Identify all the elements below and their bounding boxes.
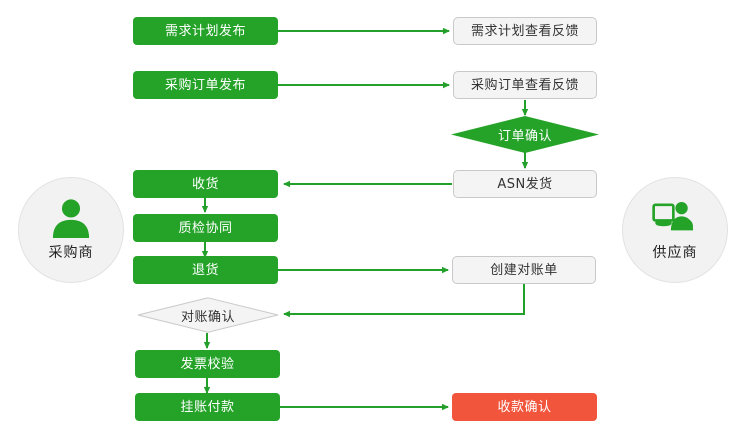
actor-supplier[interactable]: 供应商 [622,177,728,283]
node-quality-collab[interactable]: 质检协同 [133,214,278,242]
actor-supplier-label: 供应商 [652,245,698,261]
node-label: 退货 [191,262,219,278]
diamond-shape-icon [137,297,279,333]
node-demand-plan-publish[interactable]: 需求计划发布 [133,17,278,45]
node-label: 采购订单发布 [164,77,246,93]
node-receive-goods[interactable]: 收货 [133,170,278,198]
node-label: 发票校验 [180,356,235,372]
node-label: 采购订单查看反馈 [470,77,579,93]
node-invoice-verify[interactable]: 发票校验 [135,350,280,378]
node-po-feedback[interactable]: 采购订单查看反馈 [453,71,597,99]
node-label: 订单确认 [497,129,552,144]
actor-buyer-label: 采购商 [48,245,94,261]
node-label: ASN发货 [497,176,553,192]
node-receipt-confirm[interactable]: 收款确认 [452,393,597,421]
edge-statement-to-confirm [283,284,525,318]
node-return-goods[interactable]: 退货 [133,256,278,284]
node-label: 质检协同 [178,220,233,236]
node-label: 对账确认 [180,309,235,325]
node-order-confirm[interactable]: 订单确认 [451,116,599,153]
node-label: 挂账付款 [180,399,235,415]
node-label: 需求计划查看反馈 [470,23,579,39]
node-label: 创建对账单 [490,262,558,278]
person-icon [52,199,90,238]
node-create-statement[interactable]: 创建对账单 [452,256,596,284]
node-label: 收款确认 [497,399,552,415]
node-label: 需求计划发布 [164,23,246,39]
actor-buyer[interactable]: 采购商 [18,177,124,283]
node-asn-ship[interactable]: ASN发货 [453,170,597,198]
node-demand-plan-feedback[interactable]: 需求计划查看反馈 [453,17,597,45]
person-at-computer-icon [652,201,694,231]
node-statement-confirm[interactable]: 对账确认 [137,297,279,333]
node-payment-on-account[interactable]: 挂账付款 [135,393,280,421]
node-po-publish[interactable]: 采购订单发布 [133,71,278,99]
node-label: 收货 [191,176,219,192]
diamond-shape-icon [451,116,599,153]
